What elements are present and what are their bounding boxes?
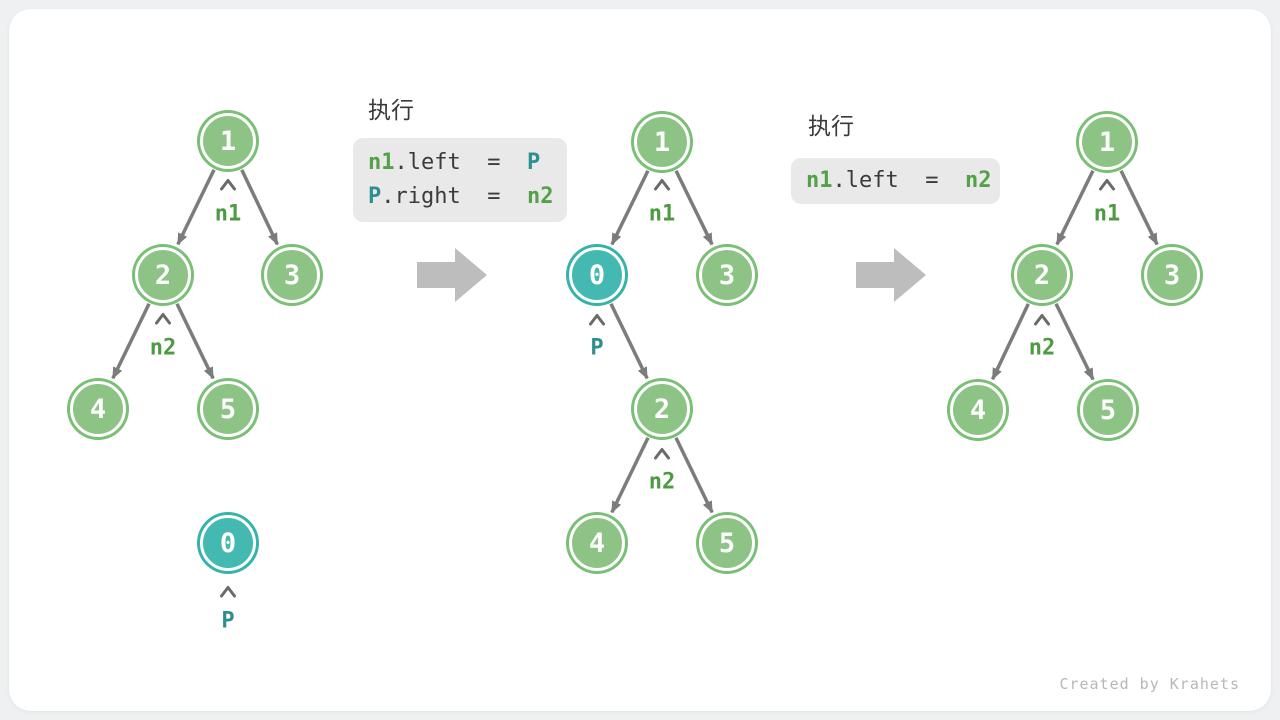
- code-segment: P: [526, 150, 541, 175]
- code-segment: n1: [806, 168, 833, 193]
- tree-node-4: 4: [950, 382, 1006, 438]
- pointer-label-n1: n1: [1093, 201, 1121, 227]
- tree-node-3: 3: [699, 247, 755, 303]
- code-segment: n2: [964, 168, 992, 193]
- tree-node-0: 0: [569, 247, 625, 303]
- tree-node-5: 5: [200, 381, 256, 437]
- tree-node-2: 2: [135, 247, 191, 303]
- tree-node-1: 1: [634, 114, 690, 170]
- pointer-label-n2: n2: [1028, 335, 1056, 361]
- pointer-label-P: P: [221, 608, 235, 634]
- tree-node-5: 5: [1080, 382, 1136, 438]
- tree-node-4: 4: [70, 381, 126, 437]
- pointer-label-n1: n1: [214, 201, 242, 227]
- tree-node-1: 1: [1079, 114, 1135, 170]
- pointer-label-n2: n2: [648, 469, 676, 495]
- tree-node-2: 2: [634, 381, 690, 437]
- pointer-label-n1: n1: [648, 201, 676, 227]
- background-card: [9, 9, 1271, 711]
- code-line: n1.left = n2: [806, 164, 1000, 198]
- code-segment: P: [368, 184, 382, 209]
- tree-node-0: 0: [200, 515, 256, 571]
- pointer-label-P: P: [590, 335, 604, 361]
- watermark-credit: Created by Krahets: [1059, 675, 1240, 693]
- code-segment: .left =: [394, 150, 527, 175]
- tree-node-2: 2: [1014, 247, 1070, 303]
- tree-node-3: 3: [264, 247, 320, 303]
- code-line: n1.left = P: [368, 146, 567, 180]
- code-line: P.right = n2: [368, 180, 567, 214]
- tree-node-3: 3: [1144, 247, 1200, 303]
- exec-heading: 执行: [808, 114, 854, 140]
- tree-node-5: 5: [699, 515, 755, 571]
- code-segment: .left =: [832, 168, 965, 193]
- code-segment: n1: [368, 150, 395, 175]
- code-segment: n2: [526, 184, 554, 209]
- exec-heading: 执行: [368, 98, 414, 124]
- pointer-label-n2: n2: [149, 335, 177, 361]
- code-snippet: n1.left = n2: [791, 158, 1000, 204]
- code-segment: .right =: [381, 184, 527, 209]
- tree-node-4: 4: [569, 515, 625, 571]
- tree-node-1: 1: [200, 113, 256, 169]
